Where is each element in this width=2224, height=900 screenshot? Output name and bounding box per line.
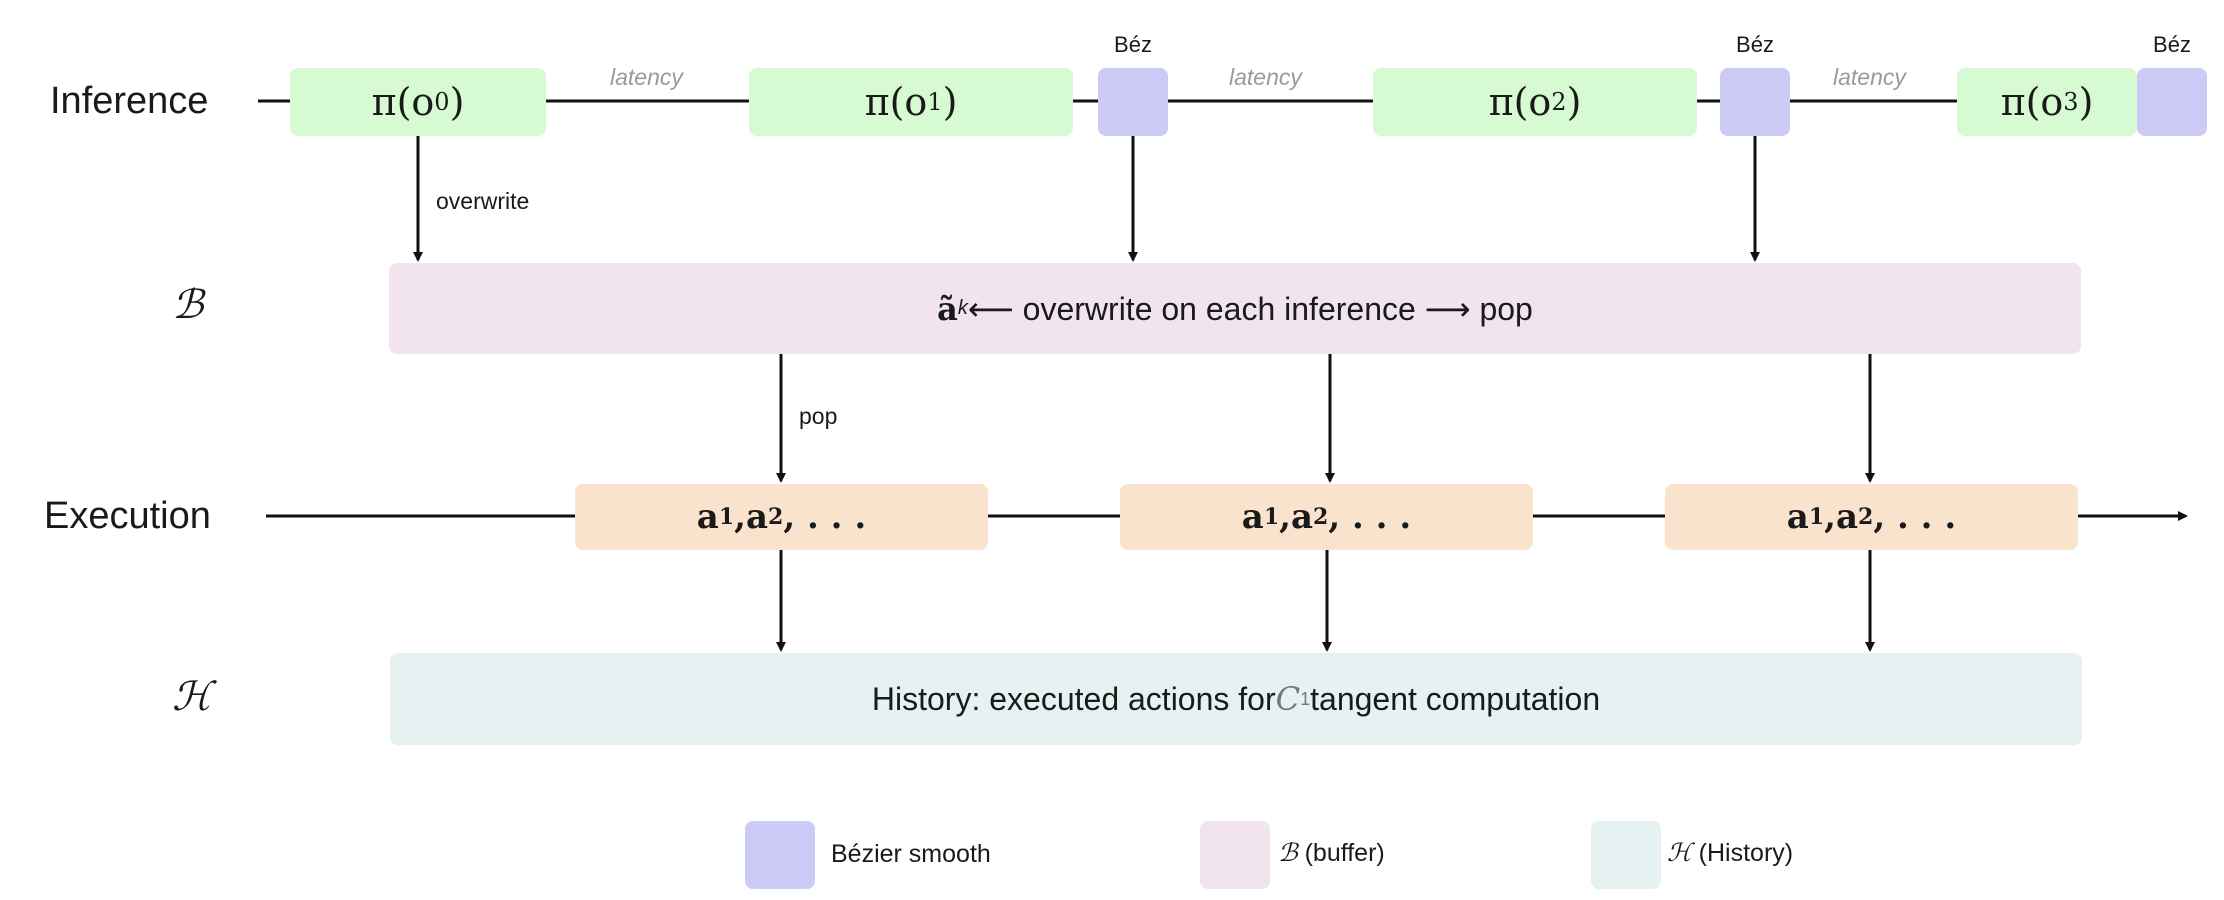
legend-history-symbol: ℋ [1667,838,1692,867]
action-a: a [1786,497,1809,537]
bezier-box-1 [1098,68,1168,136]
action-tail: , . . . [783,497,867,537]
pop-label: pop [799,403,838,429]
legend-buffer-text: (buffer) [1297,839,1385,867]
row-label-inference: Inference [50,80,209,122]
policy-index: 2 [1551,88,1567,116]
policy-index: 1 [927,88,943,116]
policy-index: 3 [2063,88,2079,116]
bezier-box-2 [1720,68,1790,136]
legend-swatch-bezier [745,821,815,889]
legend-label-buffer: ℬ (buffer) [1278,838,1385,868]
history-text-after: tangent computation [1310,680,1601,717]
buffer-action-index: k [957,297,968,319]
buffer-action-symbol: ã [937,289,958,328]
latency-label-2: latency [1229,64,1302,90]
policy-symbol: π(o [864,80,928,124]
legend-swatch-history [1591,821,1661,889]
row-label-execution: Execution [44,495,211,537]
overwrite-label: overwrite [436,188,530,214]
legend-buffer-symbol: ℬ [1278,838,1298,867]
action-sep: , [734,497,746,537]
legend-history-text: (History) [1691,839,1794,867]
policy-symbol: π(o [1488,80,1552,124]
policy-symbol: π(o [371,80,435,124]
bezier-caption-1: Béz [1114,32,1152,57]
action-a: a [696,497,719,537]
action-tail: , . . . [1873,497,1957,537]
action-index: 2 [1313,504,1329,530]
policy-index: 0 [434,88,450,116]
policy-close: ) [2078,80,2094,124]
policy-close: ) [942,80,958,124]
action-b: a [1835,497,1859,537]
history-text-before: History: executed actions for [871,680,1276,717]
bezier-box-3 [2137,68,2207,136]
action-sep: , [1279,497,1291,537]
policy-close: ) [449,80,465,124]
action-index: 1 [1808,504,1825,530]
policy-close: ) [1566,80,1582,124]
row-label-buffer: ℬ [172,282,204,328]
action-index: 2 [768,504,784,530]
legend-label-bezier: Bézier smooth [831,840,991,868]
policy-symbol: π(o [2000,80,2064,124]
action-b: a [745,497,769,537]
action-a: a [1241,497,1264,537]
legend-label-history: ℋ (History) [1667,838,1793,868]
bezier-caption-2: Béz [1736,32,1774,57]
history-superscript: 1 [1300,688,1311,709]
buffer-text: ⟵ overwrite on each inference ⟶ pop [967,290,1533,327]
action-b: a [1290,497,1314,537]
action-sep: , [1824,497,1836,537]
legend-swatch-buffer [1200,821,1270,889]
bezier-caption-3: Béz [2153,32,2191,57]
action-index: 1 [718,504,735,530]
latency-label-1: latency [610,64,683,90]
action-index: 2 [1858,504,1874,530]
latency-label-3: latency [1833,64,1906,90]
action-tail: , . . . [1328,497,1412,537]
history-symbol: C [1275,680,1301,718]
action-index: 1 [1263,504,1280,530]
row-label-history: ℋ [172,674,212,720]
